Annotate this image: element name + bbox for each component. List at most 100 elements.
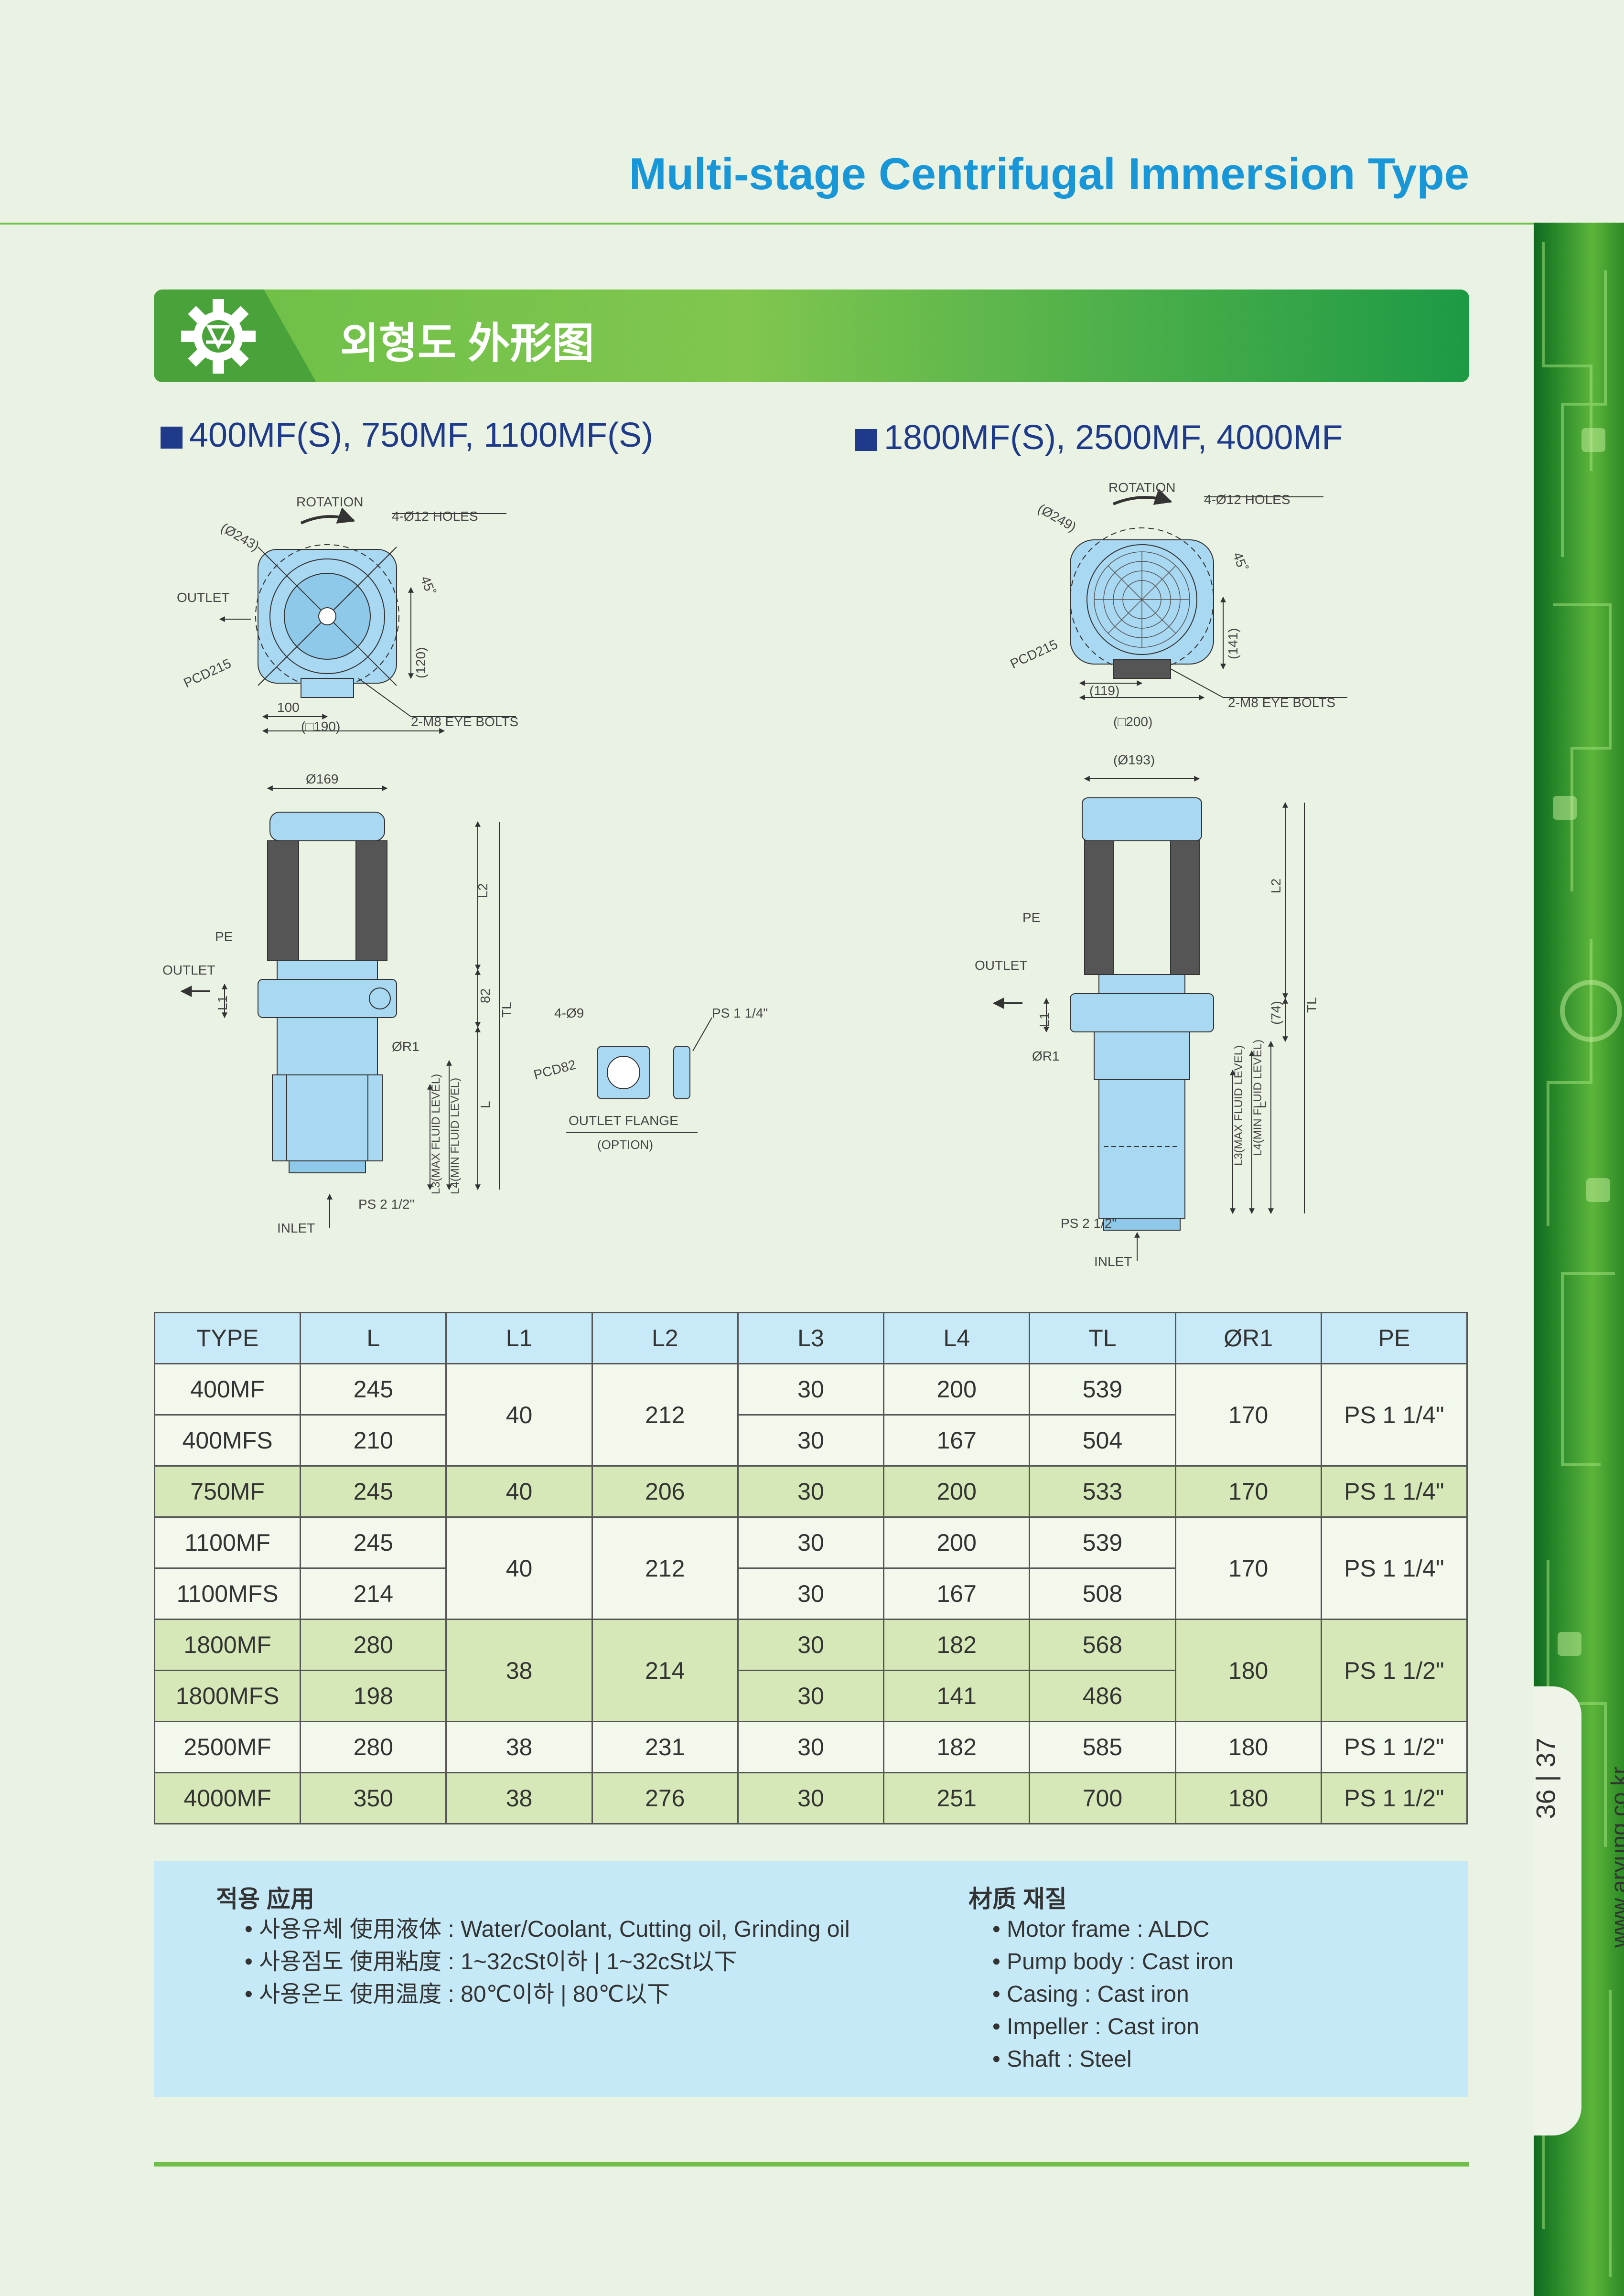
label-flange-pcd: PCD82 [532, 1057, 578, 1082]
table-row: 1800MF 280 38 214 30 182 568 180 PS 1 1/… [153, 1619, 1468, 1722]
cell: 182 [883, 1721, 1031, 1773]
label-119: (119) [1089, 683, 1119, 698]
cell: 350 [300, 1772, 447, 1824]
application-material-box: 적용 应用 • 사용유체 使用液体 : Water/Coolant, Cutti… [154, 1861, 1468, 2097]
label-angle-right: 45˚ [1230, 550, 1250, 573]
col-l: L [300, 1312, 447, 1364]
label-pe-left: PE [215, 929, 233, 944]
cell: 280 [300, 1721, 447, 1773]
label-l2-right: L2 [1269, 879, 1283, 893]
gear-icon [181, 299, 256, 374]
cell: 1800MFS [153, 1670, 301, 1722]
label-d193: (Ø193) [1113, 752, 1155, 767]
label-tl-left: TL [499, 1002, 514, 1018]
cell: 180 [1174, 1619, 1322, 1722]
cell: 38 [445, 1619, 593, 1722]
cell: 280 [300, 1619, 447, 1671]
table-row: 400MFS 210 30 167 504 [153, 1414, 1467, 1467]
label-inlet-left: INLET [277, 1221, 315, 1235]
label-l3-right: L3(MAX FLUID LEVEL) [1232, 1045, 1245, 1166]
col-type: TYPE [153, 1312, 301, 1364]
label-82: 82 [478, 988, 493, 1003]
label-ps-right: PS 2 1/2" [1061, 1216, 1117, 1231]
application-item: • 사용온도 使用温度 : 80℃이하 | 80℃以下 [245, 1982, 670, 2007]
label-dia-right: (Ø249) [1035, 501, 1079, 534]
cell: 533 [1029, 1465, 1176, 1518]
label-outlet-side-left: OUTLET [162, 963, 215, 977]
label-l-right: L [1254, 1101, 1269, 1108]
website-url: www.aryung.co.kr [1607, 1767, 1624, 1948]
cell: 214 [300, 1567, 447, 1620]
cell: 170 [1174, 1465, 1322, 1518]
cell: 30 [737, 1465, 885, 1518]
cell: 38 [445, 1772, 593, 1824]
label-pcd-right: PCD215 [1008, 637, 1060, 672]
label-sq190: (□190) [301, 719, 340, 734]
label-pcd-left: PCD215 [181, 656, 233, 691]
label-eyebolts-right: 2-M8 EYE BOLTS [1228, 695, 1335, 710]
cell: 568 [1029, 1619, 1176, 1671]
right-side-view [992, 776, 1305, 1261]
cell: 508 [1029, 1567, 1176, 1620]
table-row: 1100MF 245 40 212 30 200 539 170 PS 1 1/… [153, 1516, 1468, 1620]
right-side-labels: (Ø193) L2 PE OUTLET L1 (74) TL ØR1 L L3(… [975, 752, 1319, 1269]
outlet-flange-option [566, 1017, 712, 1133]
cell: PS 1 1/4" [1320, 1516, 1468, 1620]
left-side-view [180, 785, 500, 1228]
cell: 200 [883, 1516, 1031, 1569]
cell: 212 [591, 1516, 739, 1620]
table-row: 1800MFS 198 30 141 486 [153, 1670, 1467, 1722]
material-item: • Casing : Cast iron [992, 1982, 1189, 2007]
cell: PS 1 1/2" [1320, 1772, 1468, 1824]
cell: 170 [1174, 1516, 1322, 1620]
cell: 206 [591, 1465, 739, 1518]
cell: 30 [737, 1363, 885, 1416]
cell: 30 [737, 1721, 885, 1773]
label-r1-left: ØR1 [392, 1039, 419, 1054]
model-heading-left: 400MF(S), 750MF, 1100MF(S) [161, 416, 653, 455]
page-tab [1534, 1686, 1581, 2135]
left-side-labels: Ø169 L2 PE OUTLET L1 82 TL ØR1 L L3(MAX … [162, 772, 514, 1235]
label-d169: Ø169 [306, 772, 339, 786]
table-row: 1100MFS 214 30 167 508 [153, 1567, 1467, 1620]
cell: 30 [737, 1414, 885, 1467]
cell: 180 [1174, 1772, 1322, 1824]
cell: 40 [445, 1363, 593, 1467]
label-angle-left: 45˚ [418, 574, 438, 597]
label-flange: OUTLET FLANGE [569, 1113, 678, 1128]
section-title: 외형도 外形图 [340, 320, 594, 367]
label-eyebolts-left: 2-M8 EYE BOLTS [411, 714, 518, 729]
label-pe-right: PE [1022, 910, 1040, 925]
cell: 1100MFS [153, 1567, 301, 1620]
cell: 180 [1174, 1721, 1322, 1773]
model-heading-left-text: 400MF(S), 750MF, 1100MF(S) [189, 416, 653, 454]
circuit-pattern [1542, 242, 1622, 2277]
cell: 2500MF [153, 1721, 301, 1773]
cell: 750MF [153, 1465, 301, 1518]
cell: 400MFS [153, 1414, 301, 1467]
cell: 231 [591, 1721, 739, 1773]
label-flange-holes: 4-Ø9 [554, 1006, 584, 1020]
table-row: 750MF 245 40 206 30 200 533 170 PS 1 1/4… [153, 1465, 1468, 1518]
cell: 30 [737, 1516, 885, 1569]
cell: 210 [300, 1414, 447, 1467]
col-pe: PE [1320, 1312, 1468, 1364]
cell: 1800MF [153, 1619, 301, 1671]
cell: 200 [883, 1363, 1031, 1416]
material-item: • Pump body : Cast iron [992, 1949, 1234, 1974]
label-141: (141) [1226, 628, 1240, 659]
label-l4-left: L4(MIN FLUID LEVEL) [449, 1078, 462, 1194]
cell: 167 [883, 1414, 1031, 1467]
cell: 276 [591, 1772, 739, 1824]
cell: 212 [591, 1363, 739, 1467]
label-r1-right: ØR1 [1032, 1049, 1060, 1063]
label-l1-left: L1 [215, 996, 230, 1010]
cell: 40 [445, 1465, 593, 1518]
model-heading-right: 1800MF(S), 2500MF, 4000MF [855, 418, 1343, 457]
material-title: 材质 재질 [968, 1886, 1067, 1912]
cell: 30 [737, 1772, 885, 1824]
cell: 170 [1174, 1363, 1322, 1467]
label-rotation-left: ROTATION [296, 494, 364, 509]
cell: 214 [591, 1619, 739, 1722]
label-l3-left: L3(MAX FLUID LEVEL) [430, 1074, 442, 1194]
